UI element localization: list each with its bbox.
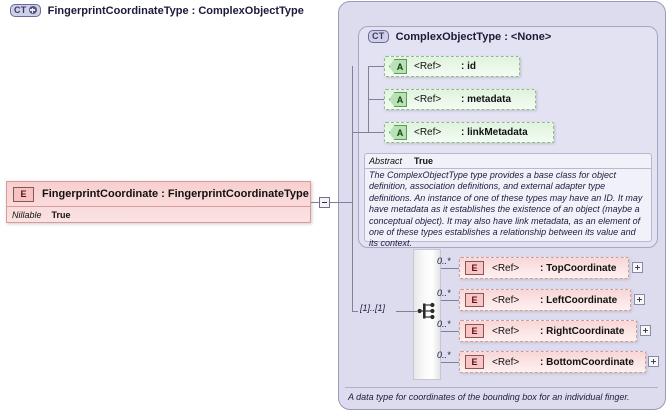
nillable-value: True	[51, 210, 71, 220]
ct-badge-icon: CT	[368, 30, 389, 43]
bottom-documentation: A data type for coordinates of the bound…	[345, 387, 658, 408]
element-cardinality: 0..*	[437, 350, 451, 360]
attribute-row[interactable]: A <Ref> : linkMetadata	[384, 122, 554, 143]
element-connector	[441, 362, 459, 363]
expand-plus-box-icon[interactable]	[634, 294, 645, 305]
element-row[interactable]: E <Ref> : TopCoordinate	[459, 257, 629, 279]
collapse-minus-box-icon[interactable]	[319, 197, 330, 208]
nillable-label: Nillable	[12, 210, 42, 220]
left-spine	[352, 66, 353, 202]
expand-plus-box-icon[interactable]	[632, 262, 643, 273]
attribute-badge-icon: A	[389, 92, 407, 107]
attribute-row[interactable]: A <Ref> : metadata	[384, 89, 536, 110]
complex-type-outer-title: CT FingerprintCoordinateType : ComplexOb…	[10, 4, 304, 17]
outer-type-label: FingerprintCoordinateType : ComplexObjec…	[47, 4, 304, 17]
expand-plus-box-icon[interactable]	[648, 356, 659, 367]
element-name: : LeftCoordinate	[540, 294, 618, 306]
abstract-label: Abstract	[369, 156, 403, 166]
attribute-ref: <Ref>	[414, 61, 442, 72]
spine-join	[352, 132, 368, 133]
abstract-value: True	[414, 156, 434, 166]
element-cardinality: 0..*	[437, 319, 451, 329]
root-element-label: FingerprintCoordinate : FingerprintCoord…	[42, 188, 309, 200]
expand-plus-box-icon[interactable]	[640, 325, 651, 336]
element-name: : BottomCoordinate	[540, 356, 634, 368]
compositor-line-in-a	[352, 311, 358, 312]
element-badge-icon: E	[465, 293, 484, 307]
element-connector	[441, 300, 459, 301]
sequence-icon	[417, 302, 435, 320]
compositor-line-in-b	[396, 311, 417, 312]
inner-type-label: ComplexObjectType : <None>	[395, 30, 552, 43]
element-cardinality: 0..*	[437, 288, 451, 298]
root-connector-right	[330, 202, 352, 203]
ct-plus-badge-icon[interactable]: CT	[10, 4, 41, 17]
element-ref: <Ref>	[492, 294, 520, 306]
element-badge-icon: E	[465, 355, 484, 369]
element-row[interactable]: E <Ref> : BottomCoordinate	[459, 351, 646, 373]
attribute-name: : linkMetadata	[461, 127, 528, 138]
documentation-text: The ComplexObjectType type provides a ba…	[369, 170, 643, 249]
attribute-branch-2	[368, 99, 384, 100]
attribute-name: : metadata	[461, 94, 512, 105]
compositor-spine	[352, 202, 353, 312]
element-row[interactable]: E <Ref> : LeftCoordinate	[459, 289, 631, 311]
element-ref: <Ref>	[492, 262, 520, 274]
element-name: : TopCoordinate	[540, 262, 617, 274]
element-badge-icon: E	[13, 186, 34, 202]
attribute-row[interactable]: A <Ref> : id	[384, 56, 520, 77]
element-ref: <Ref>	[492, 325, 520, 337]
attribute-branch-1	[368, 66, 384, 67]
element-connector	[441, 331, 459, 332]
attribute-badge-icon: A	[389, 59, 407, 74]
root-element-property: Nillable True	[7, 207, 310, 223]
attribute-branch-3	[368, 132, 384, 133]
element-row[interactable]: E <Ref> : RightCoordinate	[459, 320, 637, 342]
compositor-cardinality: [1]..[1]	[360, 303, 386, 313]
element-badge-icon: E	[465, 261, 484, 275]
element-connector	[441, 268, 459, 269]
type-documentation-block: Abstract True The ComplexObjectType type…	[364, 153, 652, 248]
complex-type-inner-title: CT ComplexObjectType : <None>	[368, 30, 551, 43]
bottom-documentation-text: A data type for coordinates of the bound…	[348, 392, 630, 402]
element-badge-icon: E	[465, 324, 484, 338]
root-element-header: E FingerprintCoordinate : FingerprintCoo…	[7, 182, 310, 207]
attribute-name: : id	[461, 61, 476, 72]
element-name: : RightCoordinate	[540, 325, 625, 337]
element-ref: <Ref>	[492, 356, 520, 368]
abstract-row: Abstract True	[365, 154, 651, 169]
element-cardinality: 0..*	[437, 256, 451, 266]
root-element-box[interactable]: E FingerprintCoordinate : FingerprintCoo…	[6, 181, 311, 223]
attribute-badge-icon: A	[389, 125, 407, 140]
sequence-compositor-panel	[413, 249, 441, 380]
attribute-ref: <Ref>	[414, 94, 442, 105]
root-connector-left	[311, 202, 319, 203]
attribute-ref: <Ref>	[414, 127, 442, 138]
